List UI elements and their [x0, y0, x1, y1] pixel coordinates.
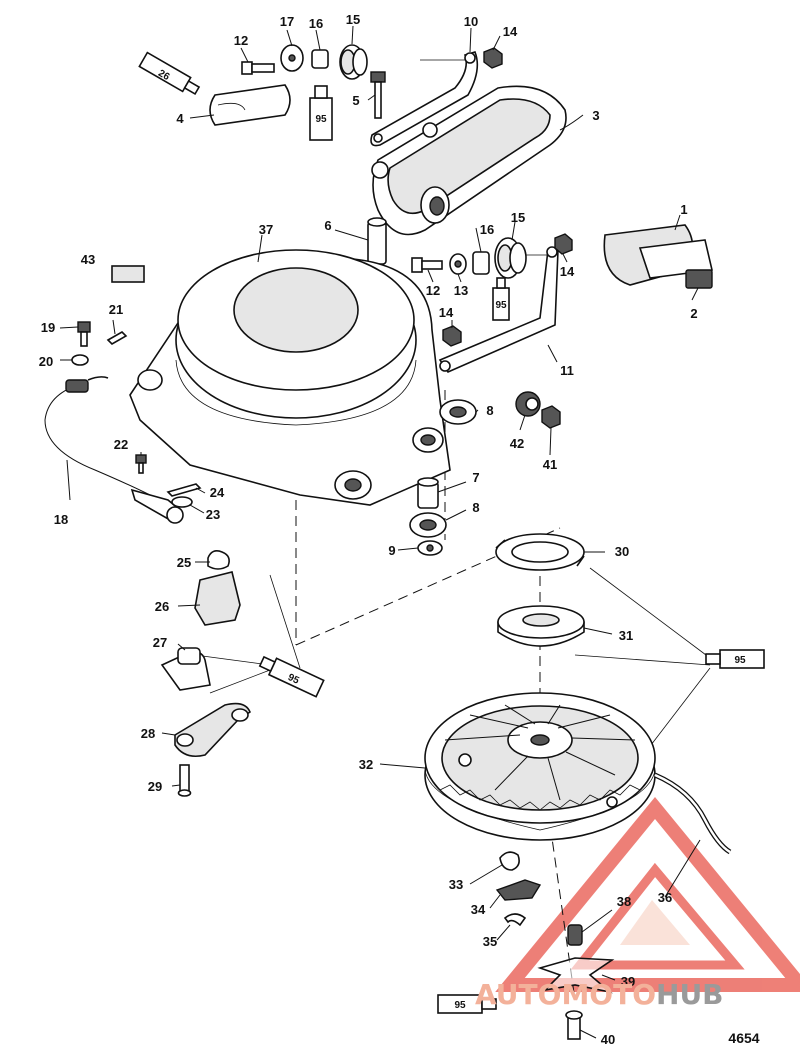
part-label: 11: [560, 363, 574, 378]
tube-label: 95: [454, 1000, 466, 1011]
starter-housing: [129, 249, 451, 506]
part-label: 36: [658, 890, 672, 905]
part-label: 27: [153, 635, 167, 650]
part-label: 43: [81, 252, 95, 267]
part-label: 14: [560, 264, 575, 279]
part-label: 9: [388, 543, 395, 558]
tube-label: 95: [315, 114, 327, 125]
part-label: 28: [141, 726, 155, 741]
part-label: 22: [114, 437, 128, 452]
pawl-parts: [495, 851, 615, 1040]
part-label: 34: [471, 902, 486, 917]
part-label: 8: [486, 403, 493, 418]
part-label: 33: [449, 877, 463, 892]
tube-label: 95: [286, 672, 301, 687]
part-label: 10: [464, 14, 478, 29]
part-label: 2: [690, 306, 697, 321]
part-label: 14: [439, 305, 454, 320]
starter-rope: [654, 772, 732, 855]
part-label: 20: [39, 354, 53, 369]
bushings-right: [409, 391, 561, 556]
part-label: 35: [483, 934, 497, 949]
part-label: 26: [155, 599, 169, 614]
part-label: 29: [148, 779, 162, 794]
link-arm-10: [370, 51, 479, 147]
link-arm-11: [438, 246, 559, 374]
part-label: 21: [109, 302, 123, 317]
tube-label: 95: [495, 300, 507, 311]
tube-labels: 26 95 95 95 95 95: [156, 68, 746, 1011]
part-label: 14: [503, 24, 518, 39]
lanyard-cable: [44, 321, 202, 524]
part-label: 30: [615, 544, 629, 559]
leader-lines: [59, 25, 701, 1039]
part-label: 12: [234, 33, 248, 48]
part-label: 38: [617, 894, 631, 909]
part-label: 8: [472, 500, 479, 515]
part-label: 37: [259, 222, 273, 237]
part-label: 24: [210, 485, 225, 500]
part-label: 3: [592, 108, 599, 123]
part-label: 42: [510, 436, 524, 451]
part-label: 7: [472, 470, 479, 485]
part-label: 16: [480, 222, 494, 237]
tube-label: 26: [156, 68, 172, 83]
part-label: 40: [601, 1032, 615, 1047]
part-label: 13: [454, 283, 468, 298]
part-label: 6: [324, 218, 331, 233]
part-label: 32: [359, 757, 373, 772]
part-label: 1: [680, 202, 687, 217]
part-label: 23: [206, 507, 220, 522]
part-label: 31: [619, 628, 633, 643]
part-label: 41: [543, 457, 557, 472]
part-label: 4: [176, 111, 184, 126]
lockout-assembly: [160, 550, 251, 797]
part-label: 19: [41, 320, 55, 335]
part-label: 16: [309, 16, 323, 31]
part-number-labels: 1 2 3 4 5 6 7 8 8 9 10 11 12 12 13 14 14…: [39, 12, 698, 1047]
watermark-text: AUTOMOTOHUB: [475, 978, 724, 1011]
handle-housing: [371, 85, 567, 236]
small-parts-top: [111, 44, 713, 347]
part-label: 12: [426, 283, 440, 298]
rope-sheave: [424, 692, 656, 841]
spring-plate-and-cup: [495, 533, 585, 647]
part-label: 17: [280, 14, 294, 29]
tube-label: 95: [734, 655, 746, 666]
part-label: 18: [54, 512, 68, 527]
watermark-logo: [495, 796, 800, 992]
part-label: 15: [346, 12, 360, 27]
figure-number: 4654: [728, 1030, 759, 1046]
part-label: 25: [177, 555, 191, 570]
part-label: 15: [511, 210, 525, 225]
part-label: 39: [621, 974, 635, 989]
sealant-tubes: [138, 51, 765, 1014]
part-label: 5: [352, 93, 359, 108]
